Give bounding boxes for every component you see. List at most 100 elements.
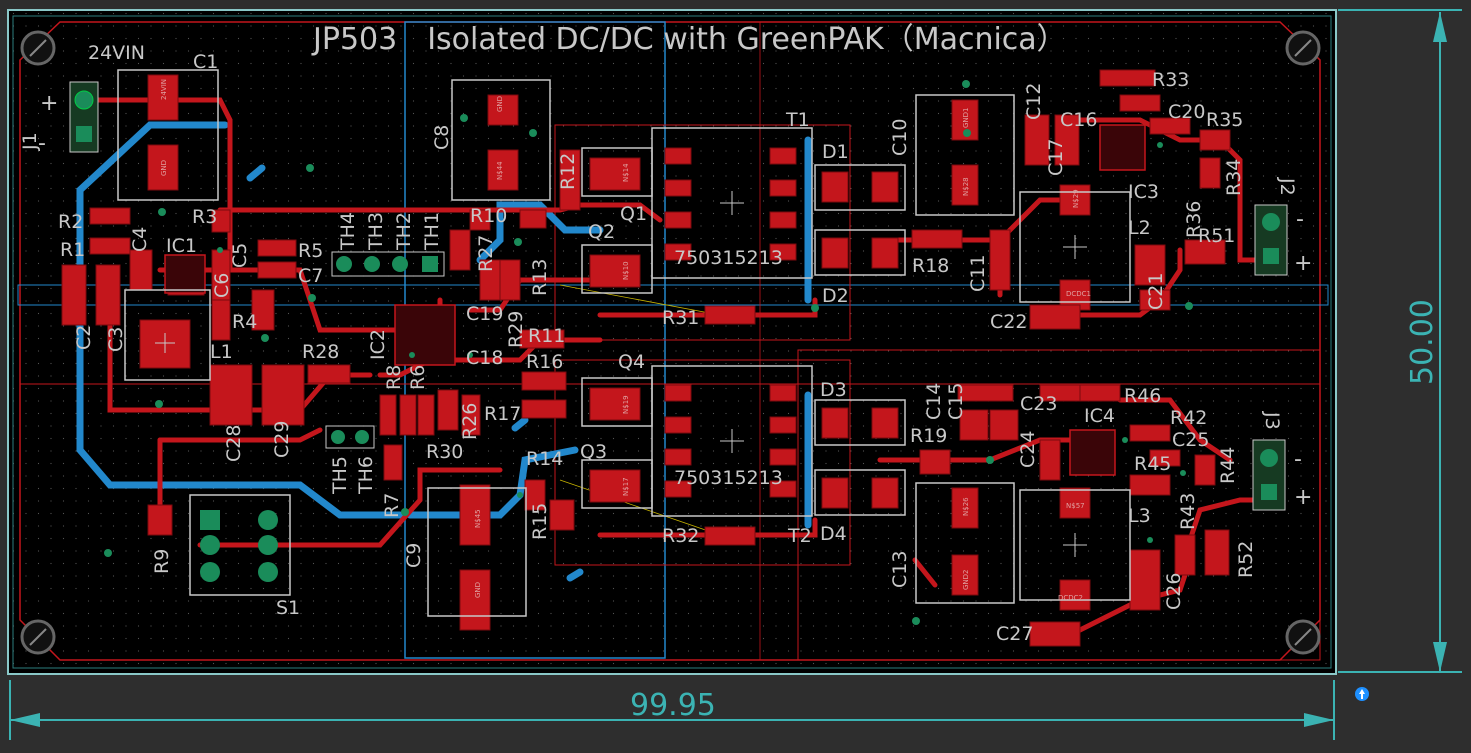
svg-text:GND: GND	[160, 160, 168, 176]
label-C25: C25	[1172, 429, 1209, 451]
svg-text:-: -	[1296, 207, 1304, 232]
label-C26: C26	[1163, 573, 1185, 610]
label-C6: C6	[211, 273, 233, 298]
region-t1	[554, 124, 851, 341]
polarity-marks: + - - + - +	[38, 91, 1312, 510]
label-T1: T1	[785, 109, 810, 131]
board-outline	[7, 9, 1337, 675]
svg-text:-: -	[38, 131, 46, 156]
dimension-arrows	[10, 12, 1447, 727]
svg-text:N$26: N$26	[962, 497, 970, 516]
label-C1: C1	[193, 51, 218, 73]
label-R36: R36	[1183, 201, 1205, 238]
vias	[104, 80, 1193, 625]
label-R17: R17	[484, 403, 521, 425]
svg-text:-: -	[1294, 447, 1302, 472]
svg-text:GND2: GND2	[962, 569, 970, 590]
label-C9: C9	[403, 543, 425, 568]
label-C20: C20	[1168, 101, 1205, 123]
label-R3: R3	[192, 206, 217, 228]
label-R42: R42	[1170, 407, 1207, 429]
label-C17: C17	[1045, 139, 1067, 176]
bottom-plane-band	[17, 284, 1329, 306]
board-title: JP503 Isolated DC/DC with GreenPAK（Macni…	[311, 22, 1067, 57]
svg-text:N$14: N$14	[622, 163, 630, 182]
label-R14: R14	[526, 448, 563, 470]
label-R44: R44	[1217, 447, 1239, 484]
label-R52: R52	[1235, 541, 1257, 578]
label-C22: C22	[990, 311, 1027, 333]
label-C23: C23	[1020, 393, 1057, 415]
label-TH2: TH2	[393, 212, 415, 251]
label-R12: R12	[557, 153, 579, 190]
label-R18: R18	[912, 255, 949, 277]
label-D3: D3	[820, 379, 847, 401]
svg-text:N$57: N$57	[1066, 502, 1085, 510]
ic-packages	[164, 124, 1146, 476]
label-D4: D4	[820, 523, 847, 545]
label-Q3: Q3	[580, 441, 607, 463]
through-hole-pads	[69, 81, 1288, 582]
label-C3: C3	[105, 327, 127, 352]
mounting-hole-tl-icon	[20, 30, 56, 66]
mounting-hole-br-icon	[1285, 619, 1321, 655]
label-R31: R31	[662, 307, 699, 329]
svg-text:DCDC2: DCDC2	[1058, 594, 1083, 602]
label-R46: R46	[1124, 385, 1161, 407]
label-R16: R16	[526, 351, 563, 373]
label-R28: R28	[302, 341, 339, 363]
label-TH5: TH5	[329, 456, 351, 495]
svg-text:N$19: N$19	[622, 395, 630, 414]
label-R15: R15	[529, 503, 551, 540]
label-IC3: IC3	[1128, 181, 1159, 203]
svg-text:GND: GND	[474, 582, 482, 598]
label-C13: C13	[889, 551, 911, 588]
label-R29: R29	[505, 311, 527, 348]
label-R35: R35	[1206, 109, 1243, 131]
label-R34: R34	[1223, 159, 1245, 196]
label-TH1: TH1	[421, 212, 443, 251]
label-J1: J1	[19, 132, 41, 151]
label-R10: R10	[470, 205, 507, 227]
label-L1: L1	[210, 341, 233, 363]
label-D1: D1	[822, 141, 849, 163]
label-C2: C2	[73, 325, 95, 350]
label-R33: R33	[1152, 69, 1189, 91]
mounting-hole-bl-icon	[20, 619, 56, 655]
label-T2: T2	[787, 525, 812, 547]
label-R32: R32	[662, 525, 699, 547]
small-blue-pin-icon[interactable]	[1355, 687, 1369, 701]
label-R43: R43	[1177, 493, 1199, 530]
label-C27: C27	[996, 623, 1033, 645]
svg-text:N$44: N$44	[496, 161, 504, 180]
svg-text:+: +	[40, 91, 58, 116]
mounting-hole-tr-icon	[1285, 30, 1321, 66]
label-J2: J2	[1276, 177, 1298, 196]
width-dimension-label: 99.95	[630, 688, 716, 723]
label-C15: C15	[945, 383, 967, 420]
label-R4: R4	[232, 311, 257, 333]
dimension-lines	[9, 9, 1462, 740]
label-T2-part: 750315213	[674, 467, 783, 489]
label-C16: C16	[1060, 109, 1097, 131]
label-C5: C5	[229, 243, 251, 268]
label-R6: R6	[407, 365, 429, 390]
label-R27: R27	[475, 235, 497, 272]
label-TH4: TH4	[337, 212, 359, 251]
label-C10: C10	[889, 119, 911, 156]
label-Q1: Q1	[620, 203, 647, 225]
label-R9: R9	[151, 549, 173, 574]
svg-text:GND: GND	[496, 96, 504, 112]
label-C12: C12	[1023, 83, 1045, 120]
label-TH6: TH6	[355, 456, 377, 495]
label-C14: C14	[923, 383, 945, 420]
svg-text:N$29: N$29	[1072, 189, 1080, 208]
label-C4: C4	[129, 227, 151, 252]
svg-text:DCDC1: DCDC1	[1066, 290, 1091, 298]
label-R7: R7	[381, 493, 403, 518]
svg-text:N$45: N$45	[474, 509, 482, 528]
label-IC4: IC4	[1084, 405, 1115, 427]
label-L3: L3	[1128, 505, 1151, 527]
label-L2: L2	[1128, 217, 1151, 239]
